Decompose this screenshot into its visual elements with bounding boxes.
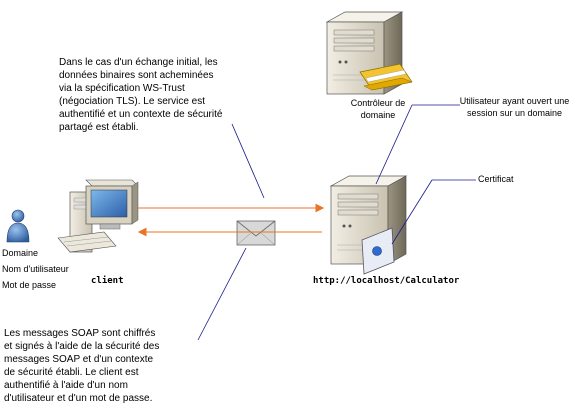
envelope-icon <box>236 220 276 246</box>
service-url-label: http://localhost/Calculator <box>313 276 460 286</box>
top-note: Dans le cas d'un échange initial, les do… <box>59 57 223 133</box>
certificate-icon <box>361 227 395 275</box>
password-label: Mot de passe <box>2 280 57 290</box>
bottom-note: Les messages SOAP sont chiffrés et signé… <box>4 328 160 404</box>
client-label: client <box>91 276 124 286</box>
service-server-icon <box>329 175 408 265</box>
user-name-label: Nom d'utilisateur <box>2 264 69 274</box>
callout-line-certificate-diag <box>391 179 433 245</box>
callout-line-logged-user-diag <box>375 104 413 185</box>
logged-user-label: Utilisateur ayant ouvert une session sur… <box>459 96 570 118</box>
domain-controller-label: Contrôleur de domaine <box>350 98 406 120</box>
user-icon <box>6 209 30 243</box>
user-domain-label: Domaine <box>2 248 39 258</box>
certificate-label: Certificat <box>478 174 514 184</box>
callout-line-top-note <box>231 123 265 199</box>
client-computer-icon <box>57 179 139 253</box>
key-folder-icon <box>359 63 413 91</box>
callout-line-bottom-note <box>197 247 247 341</box>
